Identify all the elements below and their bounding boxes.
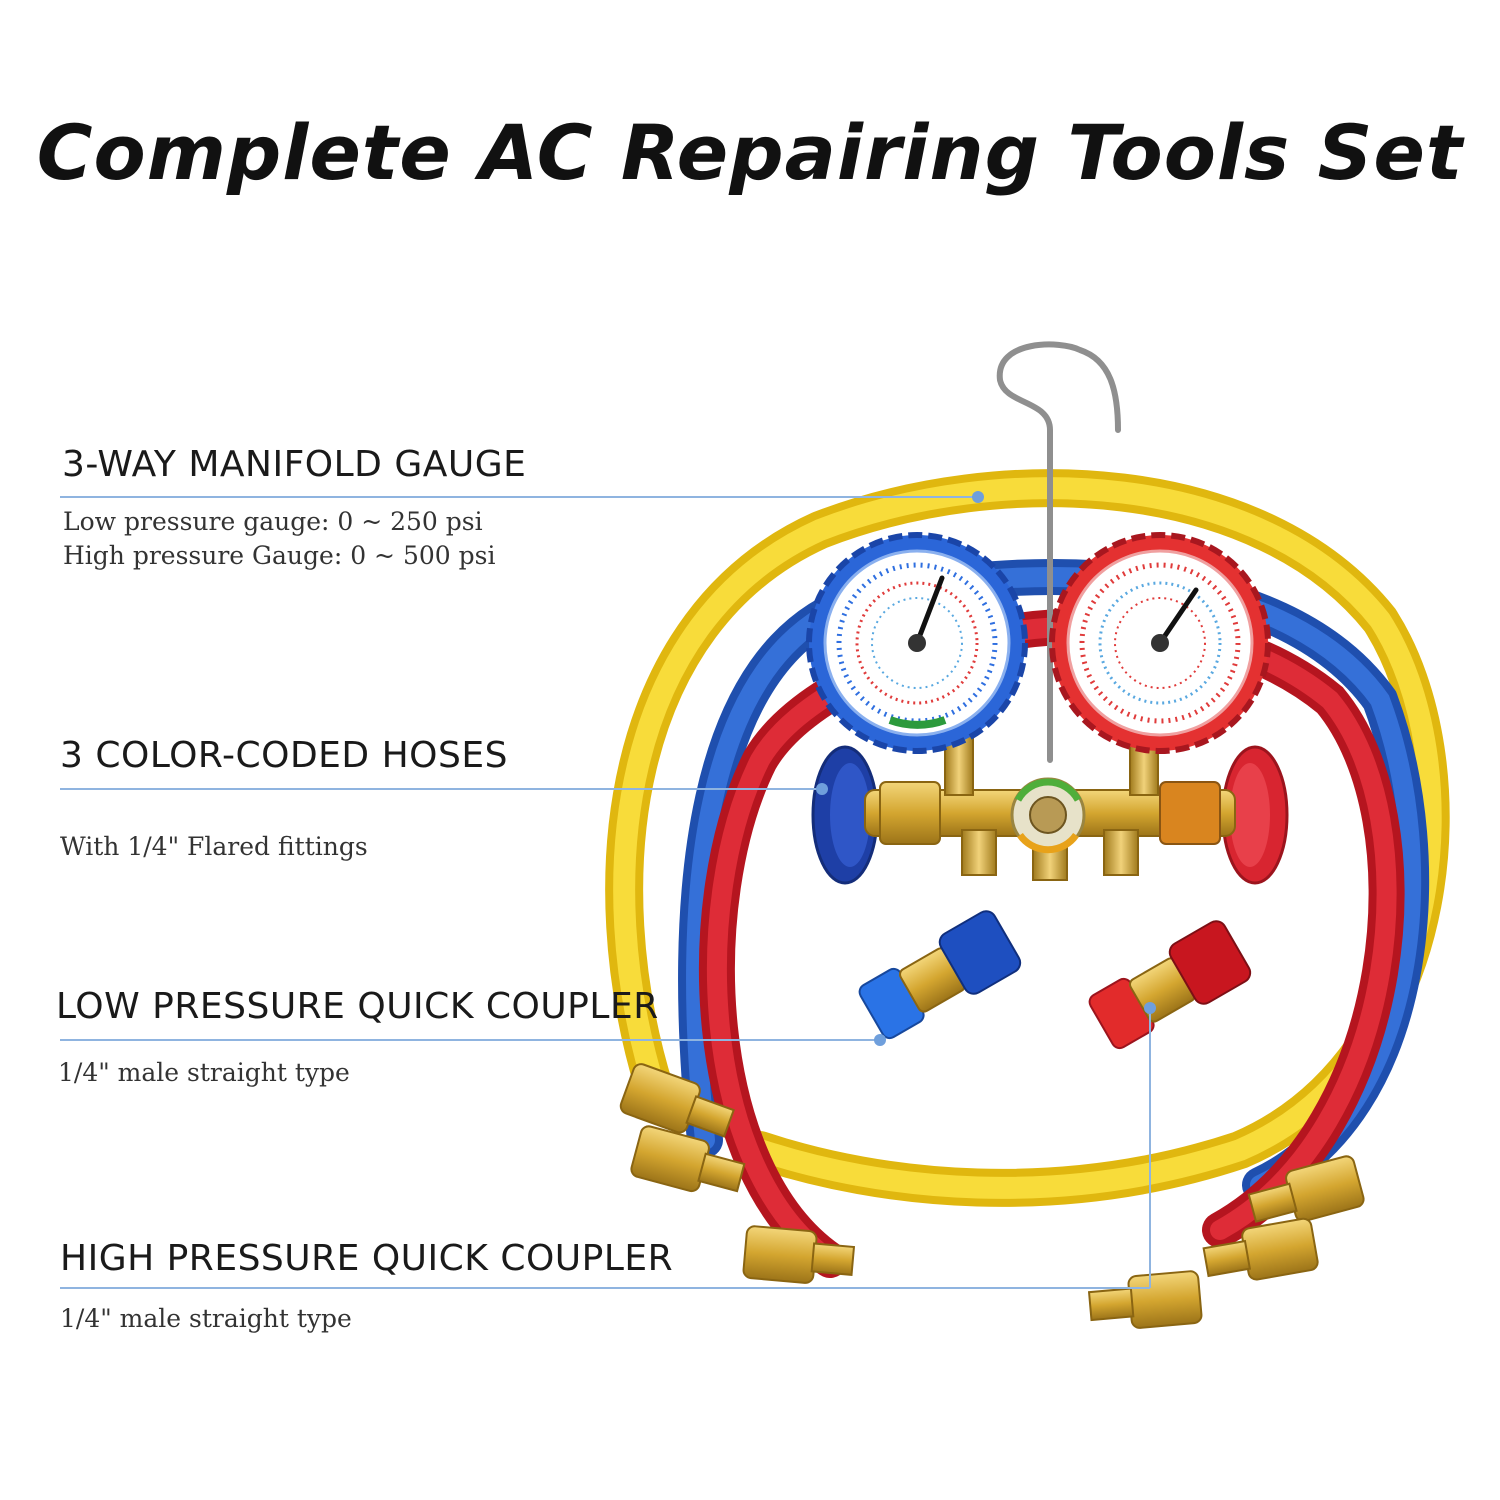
- high-pressure-gauge: [1049, 532, 1271, 754]
- hose-fittings: [619, 1063, 1365, 1329]
- callout-low-coupler-line-1: 1/4" male straight type: [58, 1058, 350, 1087]
- hanging-hook-icon: [996, 341, 1121, 763]
- low-pressure-coupler-icon: [858, 910, 1022, 1040]
- leader-dot-manifold: [972, 491, 984, 503]
- callout-high-coupler-title: HIGH PRESSURE QUICK COUPLER: [60, 1238, 674, 1279]
- callout-hoses-line-1: With 1/4" Flared fittings: [60, 832, 368, 861]
- page-title: Complete AC Repairing Tools Set: [36, 108, 1464, 197]
- low-pressure-gauge: [806, 532, 1028, 754]
- callout-manifold-title: 3-WAY MANIFOLD GAUGE: [62, 444, 527, 485]
- leader-lines: [60, 491, 1156, 1289]
- leader-dot-high-coupler: [1144, 1002, 1156, 1014]
- callout-manifold-line-2: High pressure Gauge: 0 ~ 500 psi: [63, 541, 496, 570]
- callout-manifold-line-1: Low pressure gauge: 0 ~ 250 psi: [63, 507, 483, 536]
- callout-hoses-title: 3 COLOR-CODED HOSES: [60, 735, 508, 776]
- yellow-hose: [605, 469, 1450, 1207]
- leader-dot-hoses: [816, 783, 828, 795]
- callout-low-coupler-title: LOW PRESSURE QUICK COUPLER: [56, 986, 659, 1027]
- leader-dot-low-coupler: [874, 1034, 886, 1046]
- high-pressure-coupler-icon: [1088, 920, 1252, 1050]
- callout-high-coupler-line-1: 1/4" male straight type: [60, 1304, 352, 1333]
